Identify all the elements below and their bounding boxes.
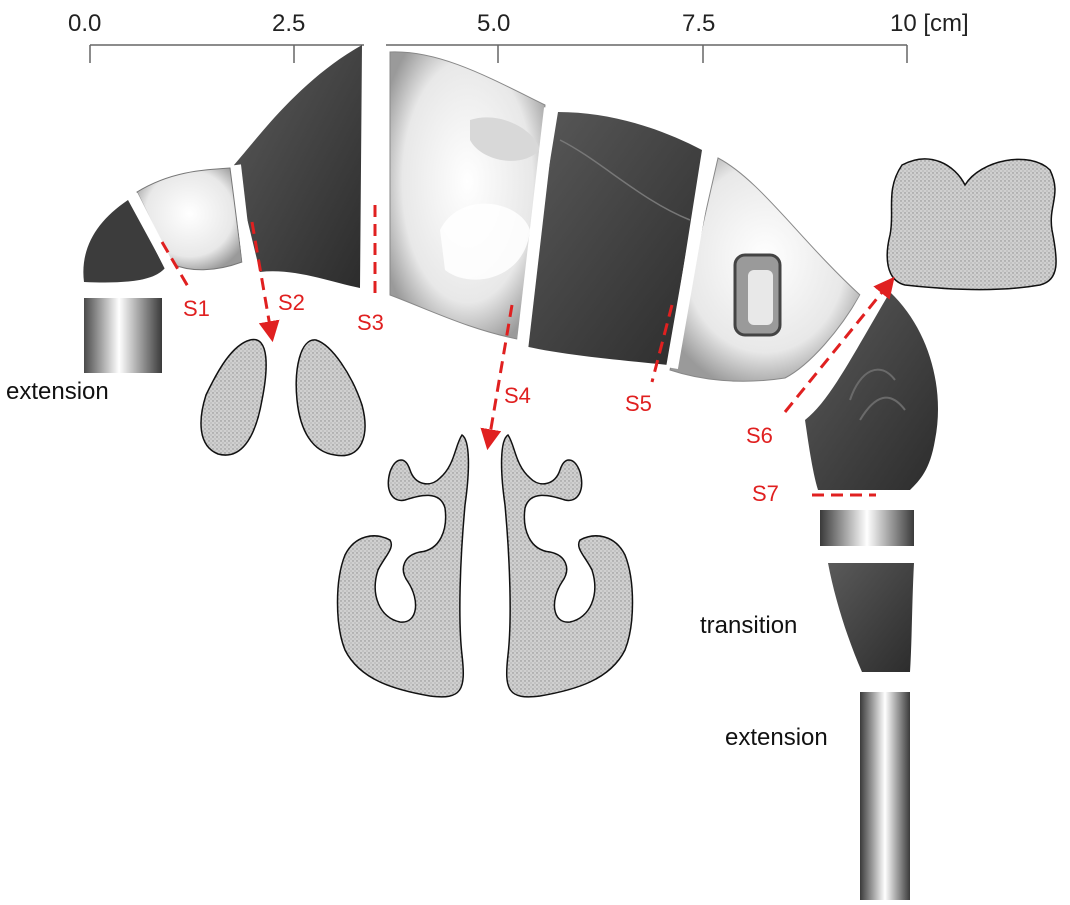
model-segment-3 xyxy=(390,52,545,340)
scale-tick-0: 0.0 xyxy=(68,12,101,36)
scale-tick-3: 7.5 xyxy=(682,12,715,36)
section-label-s1: S1 xyxy=(183,298,210,320)
cross-section-s2-right xyxy=(296,340,365,456)
scale-tick-4: 10 [cm] xyxy=(890,12,969,36)
cross-section-s6 xyxy=(887,159,1056,290)
cross-section-s2-left xyxy=(201,340,266,456)
section-label-s4: S4 xyxy=(504,385,531,407)
section-label-s7: S7 xyxy=(752,483,779,505)
cross-section-s4-left xyxy=(338,435,469,697)
transition-label: transition xyxy=(700,614,797,638)
section-label-s5: S5 xyxy=(625,393,652,415)
model-segment-7 xyxy=(820,510,914,546)
bottom-extension-cylinder xyxy=(860,692,910,900)
left-extension-cylinder xyxy=(84,298,162,373)
cross-section-s4-right xyxy=(502,435,633,697)
extension-label-left: extension xyxy=(6,380,109,404)
scale-tick-1: 2.5 xyxy=(272,12,305,36)
section-label-s6: S6 xyxy=(746,425,773,447)
section-label-s3: S3 xyxy=(357,312,384,334)
scale-bar xyxy=(90,45,907,63)
model-segment-2 xyxy=(234,45,362,288)
scale-tick-2: 5.0 xyxy=(477,12,510,36)
section-label-s2: S2 xyxy=(278,292,305,314)
extension-label-bottom: extension xyxy=(725,726,828,750)
transition-segment xyxy=(828,563,914,672)
